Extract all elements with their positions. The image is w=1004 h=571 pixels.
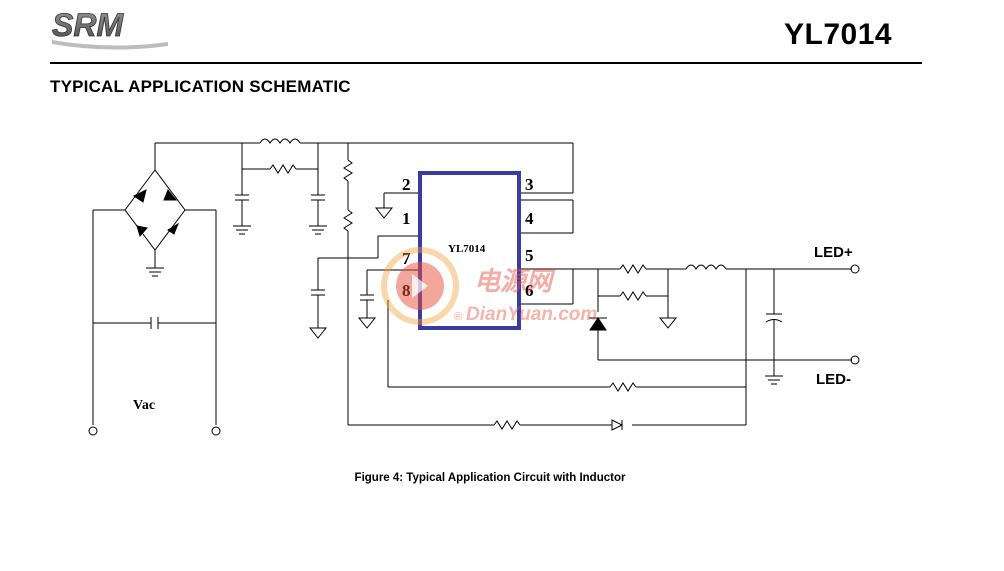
ic-body (418, 171, 521, 330)
pin-2-label: 2 (402, 175, 411, 194)
bridge-diode-4 (167, 222, 180, 235)
srm-logo: SRM (52, 7, 168, 50)
led-plus-terminal (850, 264, 860, 274)
pin-1-label: 1 (402, 209, 411, 228)
ic-label: YL7014 (448, 243, 486, 255)
input-resistor (269, 164, 297, 174)
pin-5-label: 5 (525, 246, 534, 265)
bridge-diode-3 (136, 225, 148, 238)
output-inductor (685, 264, 727, 270)
feedback-diode (611, 419, 624, 431)
feedback-resistor (493, 420, 521, 430)
watermark-registered: ® (454, 311, 462, 323)
figure-caption: Figure 4: Typical Application Circuit wi… (354, 472, 626, 484)
header-rule (50, 62, 922, 64)
section-title: TYPICAL APPLICATION SCHEMATIC (50, 77, 351, 96)
watermark-en-text: DianYuan.com (466, 304, 597, 325)
logo-text: SRM (52, 7, 124, 43)
output-resistor-2 (619, 291, 647, 301)
freewheel-diode (589, 317, 607, 331)
sense-resistor (609, 382, 637, 392)
startup-resistor-1 (343, 159, 353, 182)
led-minus-label: LED- (816, 371, 851, 388)
bridge-rectifier (124, 169, 186, 251)
vac-label: Vac (133, 398, 155, 413)
startup-resistor-2 (343, 209, 353, 232)
pin-7-label: 7 (402, 249, 411, 268)
led-plus-label: LED+ (814, 244, 853, 261)
output-resistor-1 (619, 264, 647, 274)
document-title: YL7014 (784, 18, 893, 51)
pin-3-label: 3 (525, 175, 534, 194)
led-minus-terminal (850, 355, 860, 365)
vac-terminal-right (211, 426, 221, 436)
watermark-cn-text: 电源网 (474, 267, 556, 297)
ground-symbols (146, 207, 783, 385)
bridge-diode-2 (163, 189, 178, 201)
bridge-diode-1 (133, 189, 147, 203)
input-inductor (259, 138, 301, 144)
dianyuan-watermark: 电源网 ® DianYuan.com (381, 247, 597, 325)
pin-6-label: 6 (525, 281, 534, 300)
vac-terminal-left (88, 426, 98, 436)
pin-4-label: 4 (525, 209, 534, 228)
